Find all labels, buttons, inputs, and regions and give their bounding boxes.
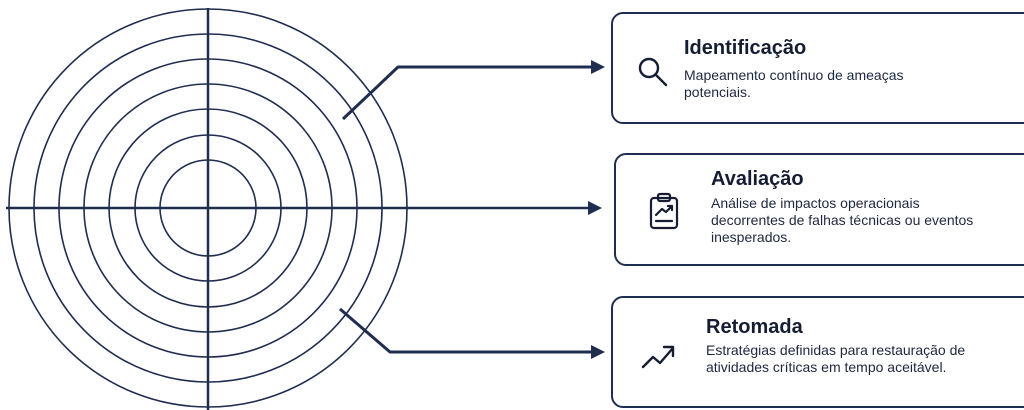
card-description: Análise de impactos operacionais decorre… (711, 195, 974, 245)
radar-axes (6, 8, 592, 410)
connector-identificacao (341, 65, 595, 121)
arrow-heads (588, 60, 605, 359)
card-description: Mapeamento contínuo de ameaças potenciai… (684, 67, 904, 100)
magnifier-icon (633, 53, 673, 93)
card-avaliacao: Avaliação Análise de impactos operaciona… (614, 153, 1024, 266)
card-identificacao: Identificação Mapeamento contínuo de ame… (611, 12, 1024, 124)
clipboard-chart-icon (644, 191, 684, 231)
trend-up-icon (639, 337, 679, 377)
card-title: Identificação (684, 37, 807, 59)
connector-retomada (339, 307, 595, 354)
card-description: Estratégias definidas para restauração d… (706, 342, 966, 375)
arrow-head-avaliacao (588, 201, 602, 215)
card-retomada: Retomada Estratégias definidas para rest… (611, 296, 1024, 408)
arrow-head-identificacao (591, 60, 605, 74)
card-title: Retomada (706, 316, 803, 338)
arrow-head-retomada (591, 345, 605, 359)
connector-lines (339, 65, 595, 354)
card-title: Avaliação (711, 168, 804, 190)
